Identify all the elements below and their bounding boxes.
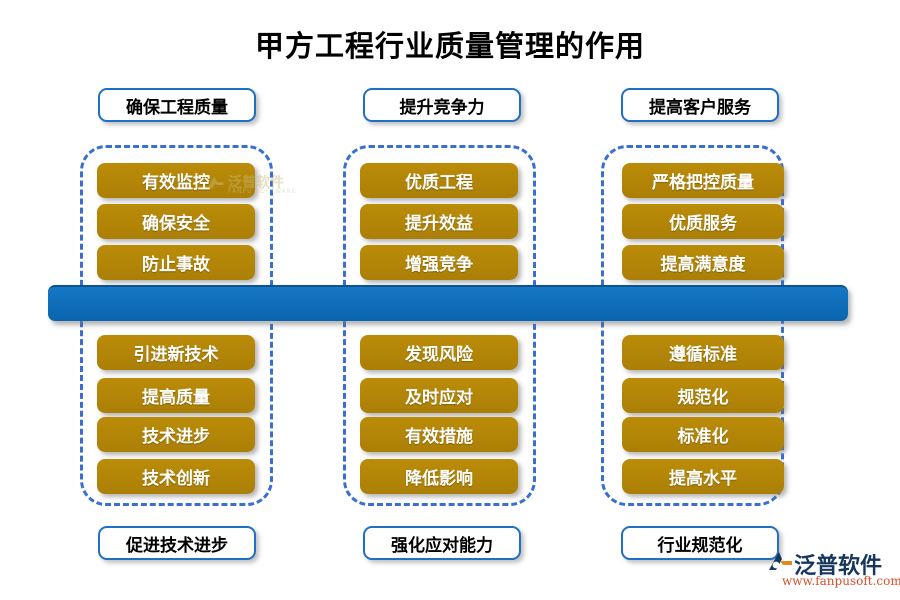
item-label: 技术进步	[142, 427, 210, 447]
item-label: 标准化	[677, 427, 729, 447]
page-title: 甲方工程行业质量管理的作用	[254, 29, 645, 63]
bottom-label-col-2: 强化应对能力	[363, 526, 521, 560]
item-box: 及时应对	[360, 378, 518, 413]
top-label-col-3: 提高客户服务	[621, 88, 779, 122]
item-label: 有效监控	[142, 173, 210, 193]
item-label: 严格把控质量	[652, 173, 754, 193]
dashed-group-bottom-col-2	[343, 300, 536, 506]
item-box: 提高质量	[97, 378, 255, 413]
top-label-col-1: 确保工程质量	[98, 88, 256, 122]
item-box: 严格把控质量	[622, 163, 784, 198]
item-label: 引进新技术	[133, 345, 219, 365]
item-label: 发现风险	[405, 345, 473, 365]
item-label: 降低影响	[405, 469, 473, 489]
brand-name: 泛普软件	[794, 554, 883, 579]
item-box: 优质工程	[360, 163, 518, 198]
item-label: 遵循标准	[669, 345, 737, 365]
item-box: 引进新技术	[97, 335, 255, 370]
item-box: 规范化	[622, 378, 784, 413]
item-box: 技术进步	[97, 417, 255, 452]
item-label: 提升效益	[405, 214, 473, 234]
brand-logo: 泛普软件 www.fanpusoft.com	[768, 548, 900, 594]
bottom-label-col-1: 促进技术进步	[98, 526, 256, 560]
bottom-label-col-1-text: 促进技术进步	[126, 535, 228, 556]
item-box: 技术创新	[97, 459, 255, 494]
dashed-group-top-col-2	[343, 145, 536, 305]
top-label-col-3-text: 提高客户服务	[649, 97, 751, 118]
item-box: 标准化	[622, 417, 784, 452]
item-label: 增强竞争	[405, 255, 473, 275]
top-label-col-2-text: 提升竞争力	[399, 97, 485, 118]
brand-url: www.fanpusoft.com	[782, 574, 900, 588]
bottom-label-col-2-text: 强化应对能力	[391, 535, 493, 556]
item-label: 提高水平	[669, 469, 737, 489]
item-label: 及时应对	[405, 388, 473, 408]
item-label: 提高质量	[142, 388, 210, 408]
item-box: 提升效益	[360, 204, 518, 239]
fanpu-logo-icon	[769, 552, 792, 570]
dashed-group-top-col-1	[80, 145, 273, 305]
item-box: 有效措施	[360, 417, 518, 452]
item-label: 防止事故	[142, 255, 210, 275]
item-box: 提高满意度	[622, 245, 784, 280]
dashed-group-bottom-col-1	[80, 300, 273, 506]
item-box: 确保安全	[97, 204, 255, 239]
item-label: 规范化	[677, 388, 729, 408]
item-box: 增强竞争	[360, 245, 518, 280]
bottom-label-col-3-text: 行业规范化	[657, 535, 743, 556]
item-label: 有效措施	[405, 427, 473, 447]
item-box: 有效监控	[97, 163, 255, 198]
item-label: 技术创新	[142, 469, 210, 489]
item-box: 遵循标准	[622, 335, 784, 370]
item-box: 防止事故	[97, 245, 255, 280]
item-label: 优质服务	[669, 214, 737, 234]
blue-connector-bar	[48, 285, 848, 321]
item-label: 优质工程	[405, 173, 473, 193]
top-label-col-2: 提升竞争力	[363, 88, 521, 122]
item-label: 提高满意度	[660, 255, 746, 275]
item-box: 降低影响	[360, 459, 518, 494]
bottom-label-col-3: 行业规范化	[621, 526, 779, 560]
item-box: 发现风险	[360, 335, 518, 370]
top-label-col-1-text: 确保工程质量	[126, 97, 228, 118]
item-box: 优质服务	[622, 204, 784, 239]
item-box: 提高水平	[622, 459, 784, 494]
item-label: 确保安全	[142, 214, 210, 234]
